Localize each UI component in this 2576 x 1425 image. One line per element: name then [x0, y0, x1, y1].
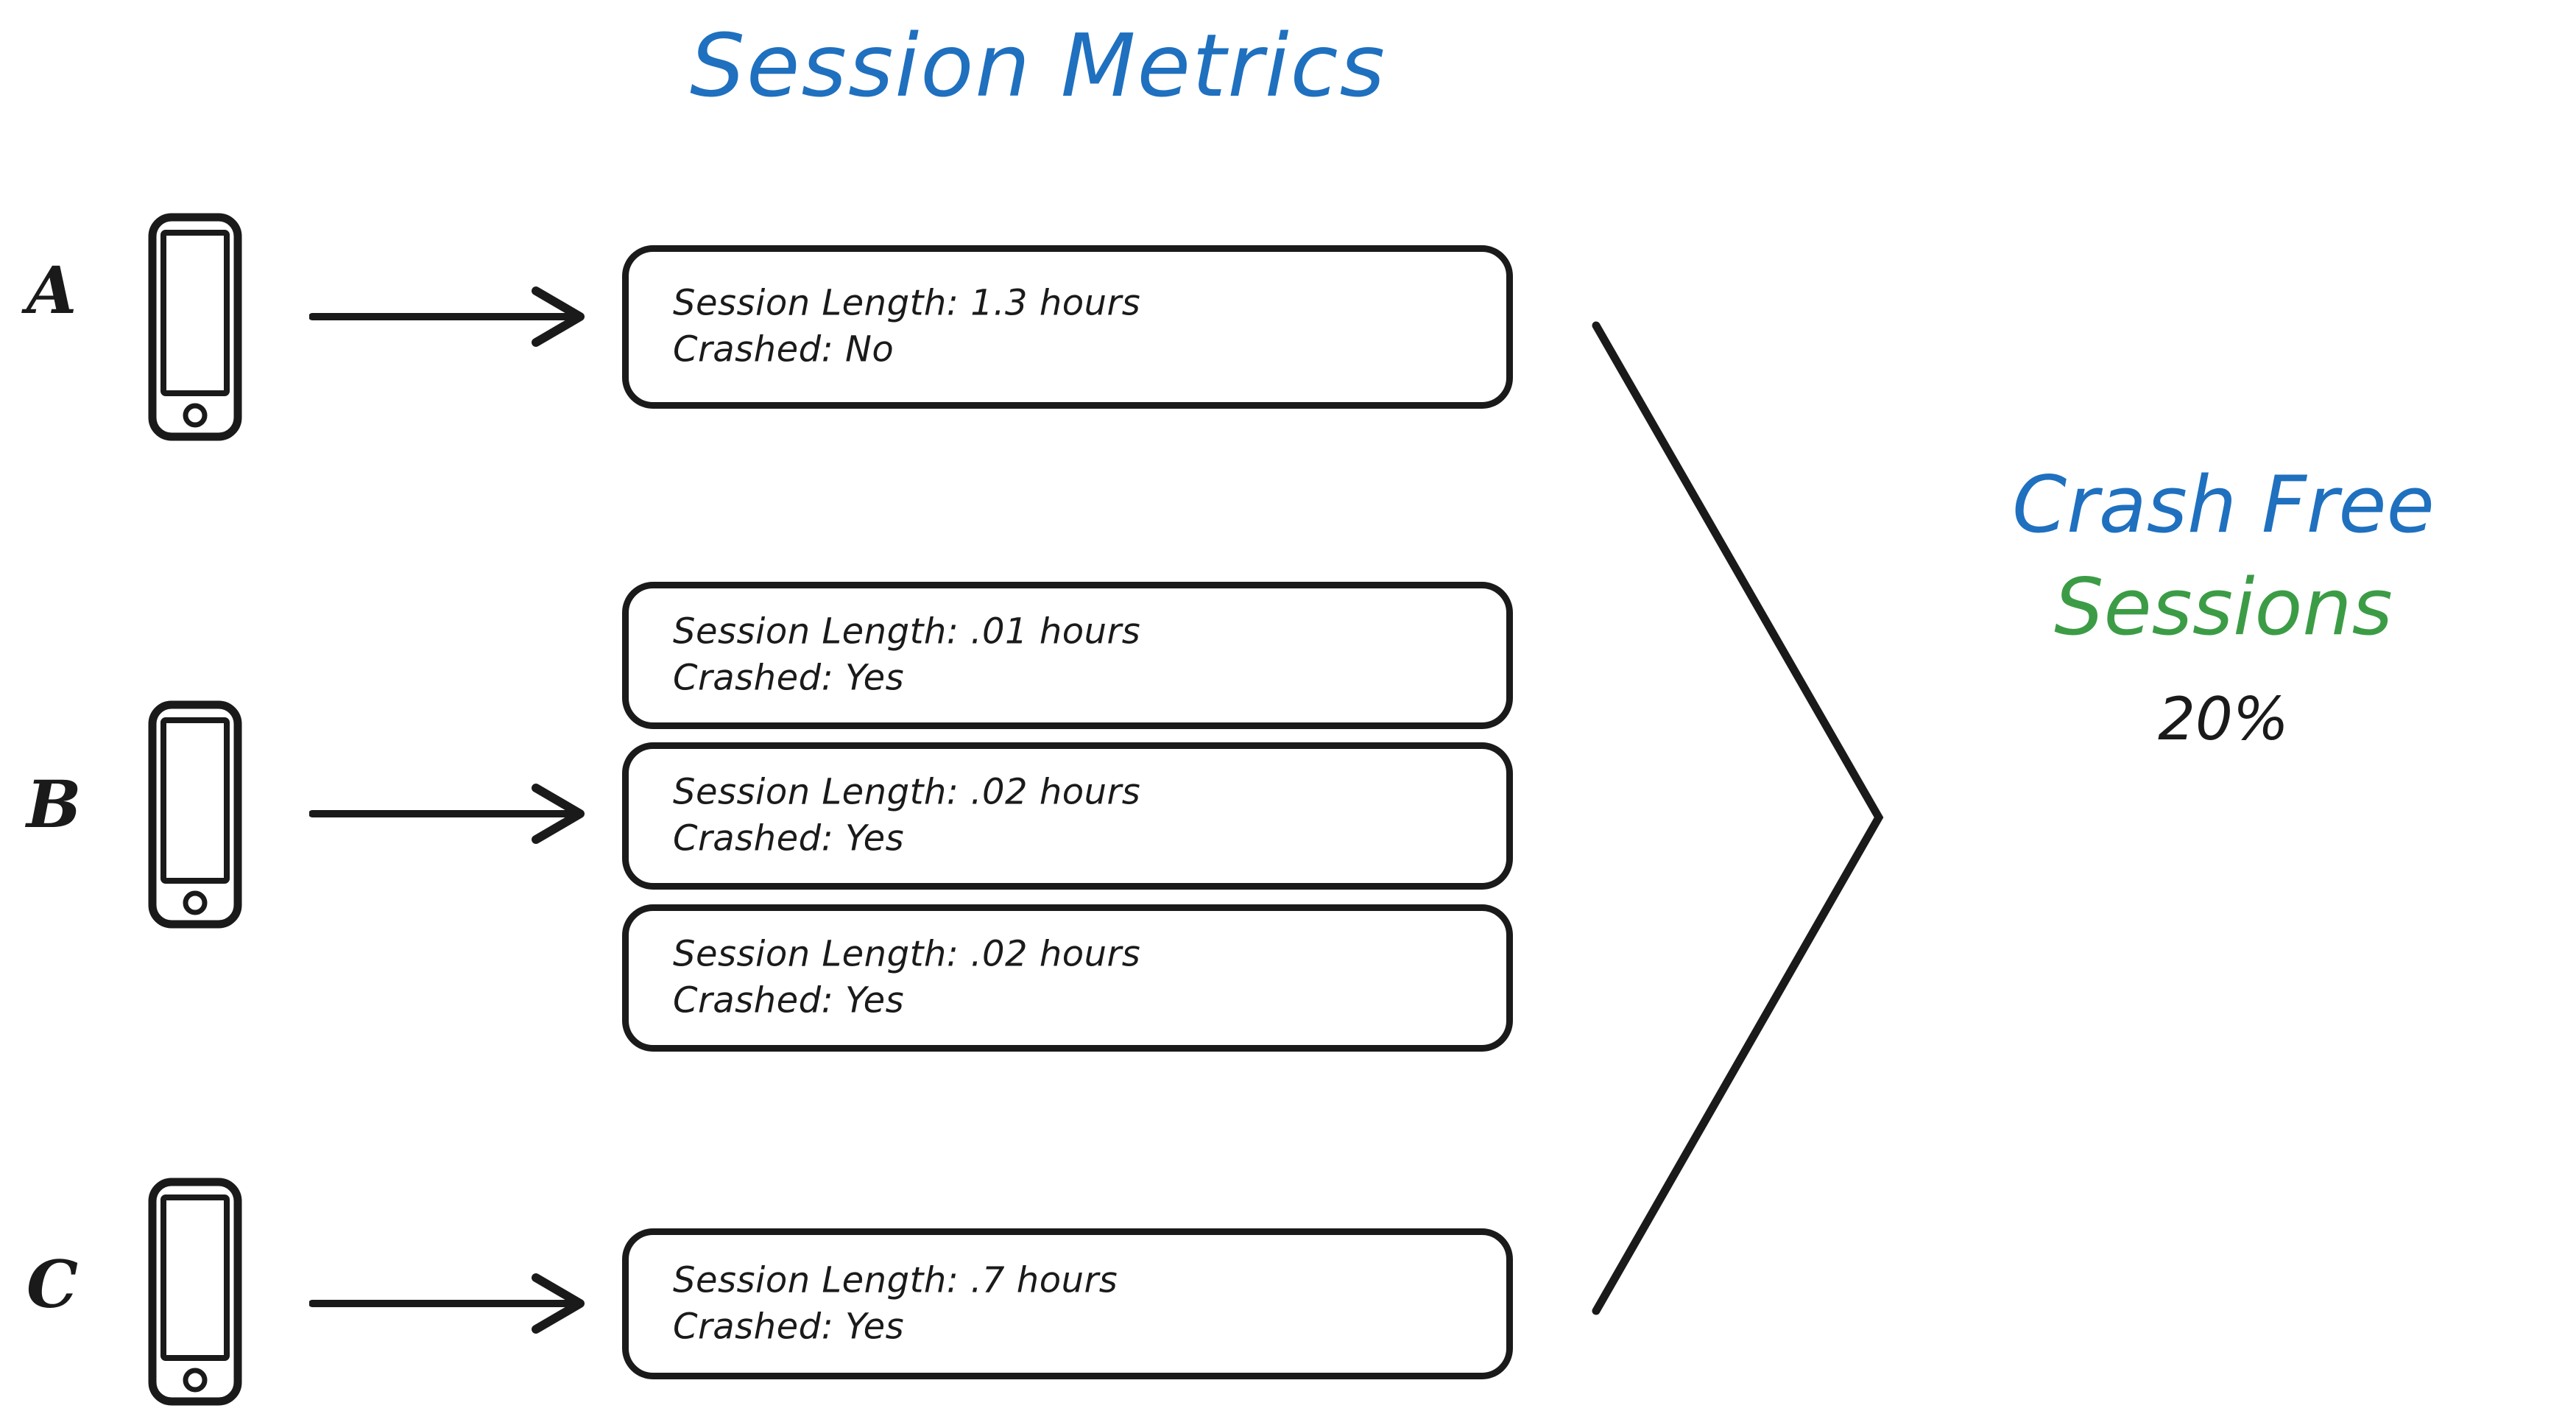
session-crashed-text: Crashed: Yes	[673, 1306, 905, 1348]
device-label-c: C	[27, 1246, 79, 1323]
page-title: Session Metrics	[689, 15, 1387, 116]
session-length-text: Session Length: 1.3 hours	[673, 282, 1141, 324]
session-crashed-text: Crashed: Yes	[673, 818, 905, 859]
smartphone-icon	[147, 700, 243, 929]
session-card: Session Length: .02 hours Crashed: Yes	[622, 742, 1513, 890]
session-card: Session Length: .02 hours Crashed: Yes	[622, 904, 1513, 1052]
session-card: Session Length: 1.3 hours Crashed: No	[622, 245, 1513, 409]
session-crashed-text: Crashed: Yes	[673, 980, 905, 1021]
session-length-text: Session Length: .02 hours	[673, 933, 1141, 975]
smartphone-icon	[147, 1177, 243, 1407]
funnel-bracket-icon	[1546, 295, 1914, 1340]
device-label-b: B	[27, 766, 82, 842]
arrow-right-icon	[309, 1270, 589, 1337]
arrow-right-icon	[309, 284, 589, 350]
outcome-value: 20%	[2158, 684, 2289, 753]
session-crashed-text: Crashed: No	[673, 329, 894, 370]
session-card: Session Length: .01 hours Crashed: Yes	[622, 582, 1513, 729]
device-label-a: A	[27, 252, 77, 328]
outcome-title-line1: Crash Free	[2012, 460, 2435, 550]
session-length-text: Session Length: .02 hours	[673, 771, 1141, 813]
session-length-text: Session Length: .01 hours	[673, 611, 1141, 652]
session-crashed-text: Crashed: Yes	[673, 658, 905, 699]
arrow-right-icon	[309, 781, 589, 847]
outcome-block: Crash Free Sessions 20%	[1892, 457, 2555, 753]
session-card: Session Length: .7 hours Crashed: Yes	[622, 1228, 1513, 1379]
session-length-text: Session Length: .7 hours	[673, 1259, 1118, 1301]
outcome-title-line2: Sessions	[2054, 561, 2393, 652]
smartphone-icon	[147, 212, 243, 442]
